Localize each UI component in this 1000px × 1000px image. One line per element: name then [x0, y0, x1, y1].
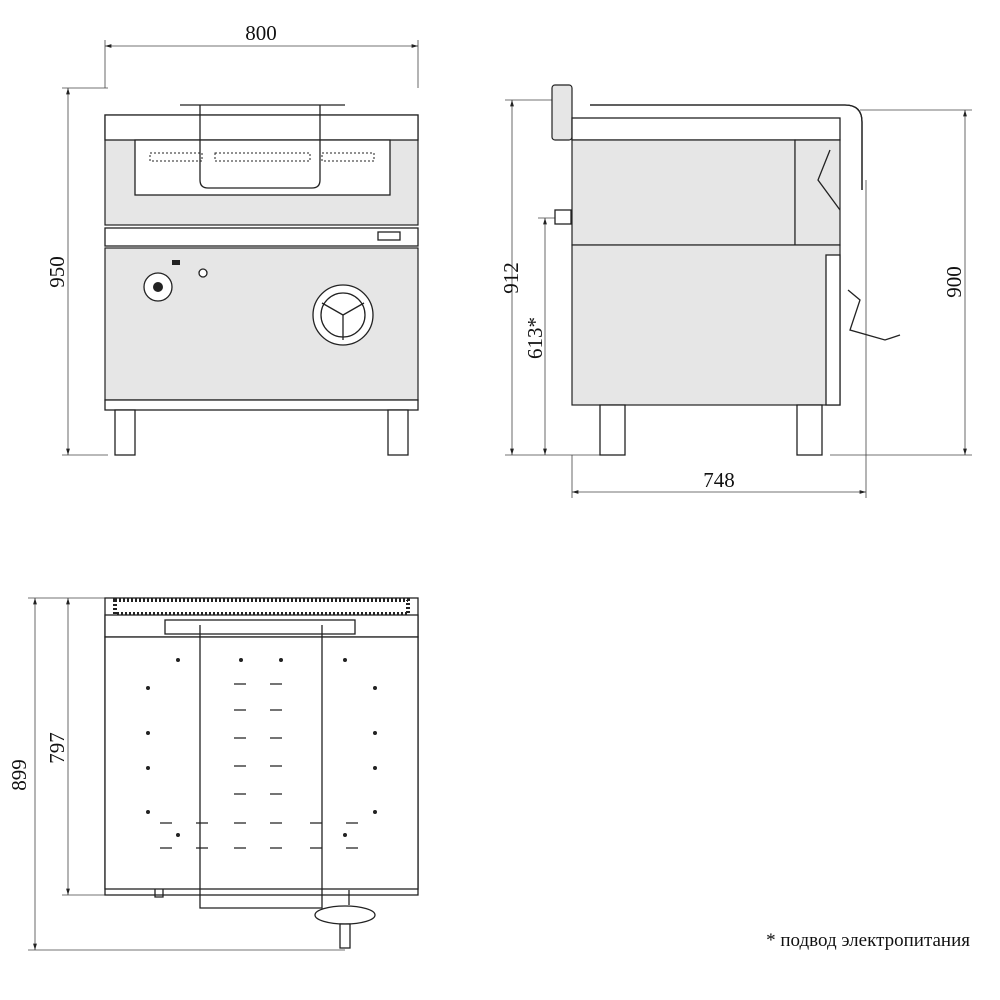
power-inlet	[554, 209, 572, 225]
leg	[387, 409, 409, 456]
leg	[114, 409, 136, 456]
leg	[599, 404, 626, 456]
top-view: 899 797	[7, 597, 419, 951]
leg	[796, 404, 823, 456]
rear-grille	[113, 598, 410, 616]
tilt-handle	[199, 105, 321, 189]
top-total-depth-label: 899	[7, 759, 31, 791]
vent-slots	[149, 152, 375, 162]
power-inlet-height-label: 613*	[523, 317, 547, 359]
tilt-handle	[199, 625, 323, 909]
tilt-crank	[847, 289, 901, 341]
tilt-wheel	[314, 905, 376, 925]
front-view: 800 950	[45, 21, 419, 456]
side-total-height-label: 912	[499, 262, 523, 294]
indicator-light	[198, 268, 208, 278]
top-body-depth-label: 797	[45, 732, 69, 764]
footnote: * подвод электропитания	[766, 930, 970, 951]
back-splash	[551, 84, 573, 141]
front-height-label: 950	[45, 256, 69, 288]
side-body-height-label: 900	[942, 266, 966, 298]
side-depth-label: 748	[703, 468, 735, 492]
lid-vents	[146, 658, 377, 849]
side-view: 912 613* 900 748	[499, 84, 972, 498]
front-width-label: 800	[245, 21, 277, 45]
